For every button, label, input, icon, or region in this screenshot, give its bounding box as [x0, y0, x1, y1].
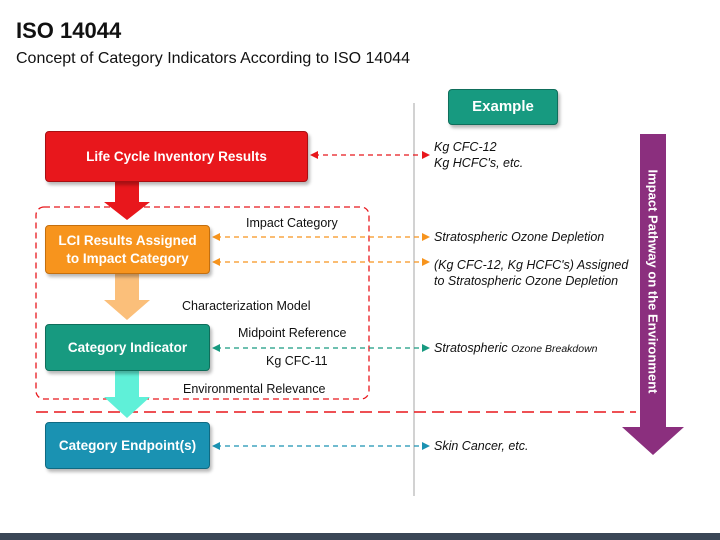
label-environmental-relevance: Environmental Relevance	[183, 382, 326, 396]
group-dashed-frame	[35, 206, 370, 400]
flow-arrow-teal	[104, 371, 150, 418]
label-midpoint-reference: Midpoint Reference	[238, 326, 347, 340]
page-subtitle: Concept of Category Indicators According…	[16, 50, 411, 67]
lci-assigned-line1: LCI Results Assigned	[58, 232, 197, 248]
flow-arrow-orange	[104, 274, 150, 320]
example-assigned: (Kg CFC-12, Kg HCFC's) Assigned to Strat…	[434, 257, 628, 289]
label-characterization-model: Characterization Model	[182, 299, 311, 313]
category-endpoint-box: Category Endpoint(s)	[45, 422, 210, 469]
lci-results-box: Life Cycle Inventory Results	[45, 131, 308, 182]
page-title: ISO 14044	[16, 18, 122, 43]
example-skin-cancer: Skin Cancer, etc.	[434, 439, 529, 453]
example-ozone-breakdown-b: Ozone Breakdown	[511, 343, 598, 355]
example-ozone-breakdown: Stratospheric Ozone Breakdown	[434, 340, 598, 357]
example-button[interactable]: Example	[448, 89, 558, 125]
flow-arrow-red	[104, 182, 150, 220]
lci-assigned-box: LCI Results Assigned to Impact Category	[45, 225, 210, 274]
example-assigned-line2: to Stratospheric Ozone Depletion	[434, 274, 619, 288]
label-impact-category: Impact Category	[246, 216, 338, 230]
example-ozone-breakdown-a: Stratospheric	[434, 341, 508, 355]
impact-pathway-arrow	[622, 134, 684, 455]
example-lci: Kg CFC-12 Kg HCFC's, etc.	[434, 139, 523, 171]
footer-bar	[0, 533, 720, 540]
example-ozone-depletion: Stratospheric Ozone Depletion	[434, 230, 605, 244]
example-assigned-line1: (Kg CFC-12, Kg HCFC's) Assigned	[434, 258, 629, 272]
category-indicator-box: Category Indicator	[45, 324, 210, 371]
example-lci-line1: Kg CFC-12	[434, 140, 497, 154]
example-lci-line2: Kg HCFC's, etc.	[434, 156, 524, 170]
lci-assigned-line2: to Impact Category	[66, 250, 189, 266]
impact-pathway-label: Impact Pathway on the Environment	[645, 169, 661, 393]
label-kg-cfc11: Kg CFC-11	[266, 354, 328, 368]
